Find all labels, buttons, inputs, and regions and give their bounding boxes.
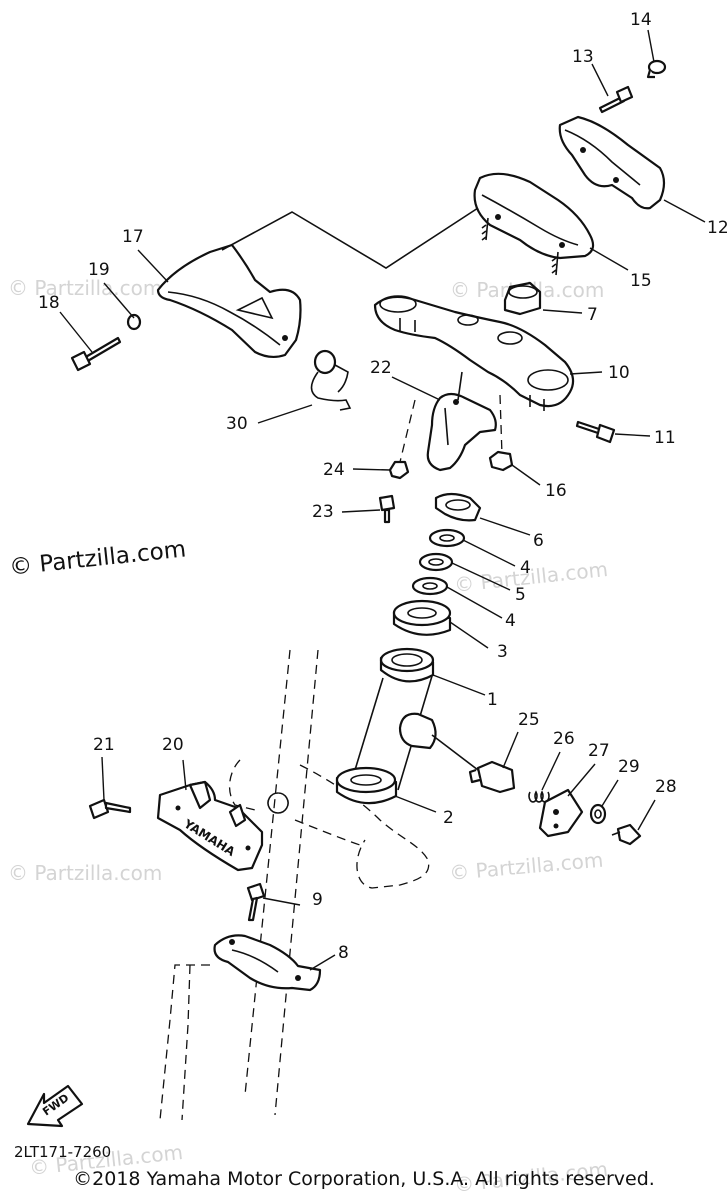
callout-30: 30: [226, 414, 248, 434]
part-6-lock-washer: [434, 492, 482, 522]
callout-11: 11: [654, 428, 676, 448]
copyright-notice: ©2018 Yamaha Motor Corporation, U.S.A. A…: [73, 1168, 655, 1190]
part-1-race: [379, 647, 435, 683]
watermark-text: © Partzilla.com: [448, 848, 604, 885]
part-15-handlebar-holder: [473, 172, 595, 276]
callout-29: 29: [618, 757, 640, 777]
watermark-text: © Partzilla.com: [8, 276, 162, 300]
part-8-lower-bracket: [213, 934, 322, 992]
callout-12: 12: [707, 218, 728, 238]
callout-7: 7: [587, 305, 598, 325]
callout-10: 10: [608, 363, 630, 383]
guide-line: [457, 371, 463, 401]
part-2-race: [335, 766, 398, 805]
callout-19: 19: [88, 260, 110, 280]
part-24-nut: [388, 460, 410, 480]
callout-21: 21: [93, 735, 115, 755]
part-23-bolt: [378, 494, 396, 524]
part-10-upper-bracket: [373, 295, 575, 411]
callout-26: 26: [553, 729, 575, 749]
callout-5: 5: [515, 585, 526, 605]
part-11-bolt: [575, 420, 616, 444]
callout-3: 3: [497, 642, 508, 662]
part-17-upper-cover: [156, 243, 302, 359]
callout-4: 4: [520, 558, 531, 578]
leader-lines: [59, 29, 706, 971]
callout-13: 13: [572, 47, 594, 67]
callout-28: 28: [655, 777, 677, 797]
catalog-code: 2LT171-7260: [14, 1143, 112, 1161]
part-9-bolt: [246, 882, 266, 922]
guide-line: [399, 399, 416, 463]
callout-4b: 4: [505, 611, 516, 631]
callout-18: 18: [38, 293, 60, 313]
part-30-clip: [310, 349, 352, 411]
part-29-washer: [589, 803, 607, 825]
callout-17: 17: [122, 227, 144, 247]
part-25-lock: [468, 760, 516, 794]
callout-6: 6: [533, 531, 544, 551]
part-5-washer: [418, 552, 454, 572]
watermark-text: © Partzilla.com: [453, 557, 609, 597]
callout-20: 20: [162, 735, 184, 755]
part-3-bearing: [392, 599, 452, 636]
callout-24: 24: [323, 460, 345, 480]
part-4-washer-upper: [428, 528, 466, 548]
part-21-bolt: [88, 798, 132, 820]
callout-8: 8: [338, 943, 349, 963]
part-7-steering-nut: [503, 281, 542, 316]
part-18-bolt: [70, 336, 122, 372]
part-13-bolt: [598, 85, 634, 114]
callout-labels: 14 13 12 15 7 10 11 16 22 24 23 6 4 5 4 …: [38, 10, 728, 963]
guide-line: [499, 394, 503, 456]
steering-lock-cylinder: [398, 712, 479, 771]
part-12-handlebar-holder-cap: [558, 115, 666, 210]
part-19-nut: [126, 313, 142, 331]
callout-16: 16: [545, 481, 567, 501]
assembly-line: [221, 207, 479, 269]
part-22-headlight-stay: [426, 392, 497, 472]
frame-outline: [159, 649, 430, 1121]
part-14-cap: [646, 59, 667, 79]
callout-1: 1: [487, 690, 498, 710]
watermark-text: © Partzilla.com: [8, 861, 162, 885]
callout-22: 22: [370, 358, 392, 378]
fwd-arrow-icon: FWD: [26, 1084, 84, 1128]
part-27-plate: [538, 788, 584, 838]
callout-25: 25: [518, 710, 540, 730]
callout-27: 27: [588, 741, 610, 761]
part-28-pin: [611, 823, 642, 846]
part-4-washer-lower: [411, 576, 449, 596]
callout-15: 15: [630, 271, 652, 291]
callout-14: 14: [630, 10, 652, 30]
callout-2: 2: [443, 808, 454, 828]
part-20-emblem-bracket: YAMAHA: [156, 780, 264, 872]
callout-9: 9: [312, 890, 323, 910]
callout-23: 23: [312, 502, 334, 522]
part-16-nut: [488, 450, 514, 472]
